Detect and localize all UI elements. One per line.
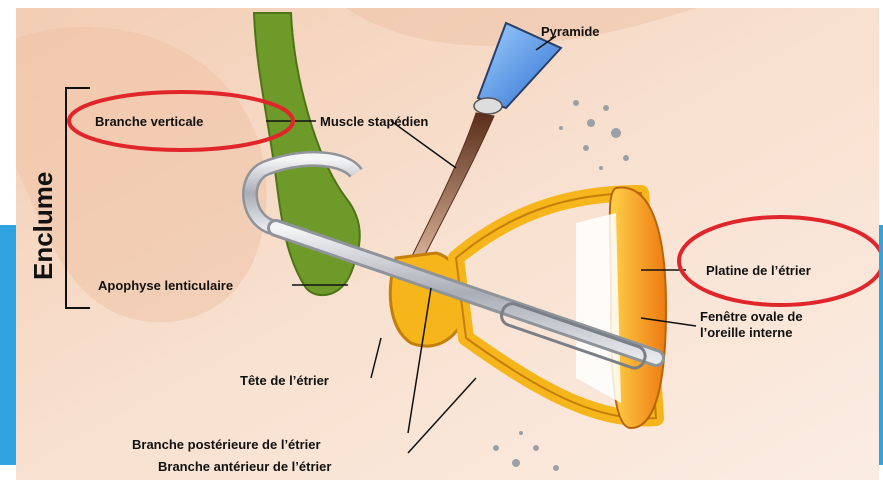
label-tete: Tête de l’étrier [240, 373, 329, 388]
label-fenetre-ovale-line1: Fenêtre ovale de [700, 309, 803, 324]
label-fenetre-ovale-line2: l’oreille interne [700, 325, 792, 340]
label-pyramide: Pyramide [541, 24, 600, 39]
label-branche-posterieure: Branche postérieure de l’étrier [132, 437, 321, 452]
label-branche-verticale: Branche verticale [95, 114, 203, 129]
label-apophyse-lenticulaire: Apophyse lenticulaire [98, 278, 233, 293]
label-muscle-stapedien: Muscle stapédien [320, 114, 428, 129]
oval-window-membrane [576, 213, 621, 403]
label-branche-anterieure: Branche antérieur de l’étrier [158, 459, 331, 474]
enclume-label: Enclume [28, 172, 58, 280]
label-platine: Platine de l’étrier [706, 263, 811, 278]
ear-anatomy-figure: Enclume [16, 8, 879, 480]
pyramid-tip [474, 98, 502, 114]
